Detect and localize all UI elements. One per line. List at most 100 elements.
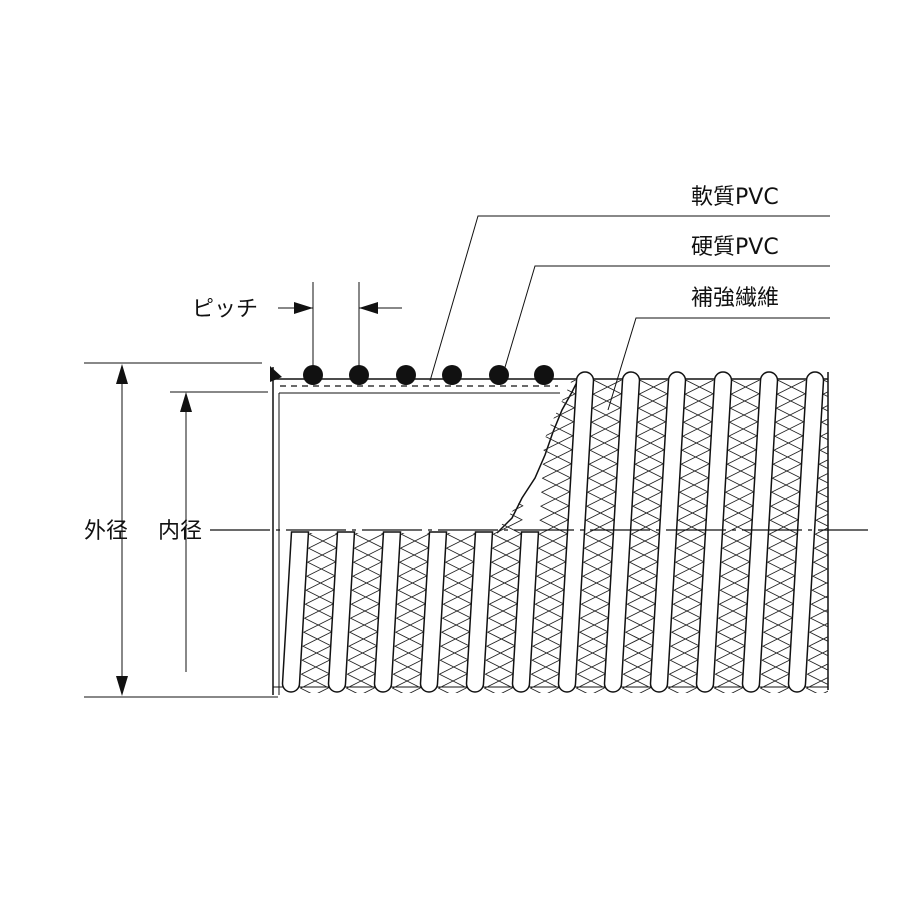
fiber-hatch-line: [363, 380, 392, 395]
fiber-hatch-line: [822, 393, 828, 409]
fiber-hatch-line: [862, 506, 890, 520]
fiber-hatch-line: [671, 617, 701, 633]
fiber-hatch-line: [362, 393, 391, 409]
fiber-hatch-line: [867, 422, 895, 436]
fiber-hatch-line: [346, 673, 376, 689]
fiber-hatch-line: [724, 505, 753, 521]
fiber-hatch-line: [357, 477, 387, 493]
fiber-hatch-line: [807, 659, 828, 675]
fiber-hatch-line: [536, 575, 565, 591]
fiber-hatch-line: [361, 407, 391, 423]
fiber-hatch-line: [353, 561, 382, 577]
pitch-arrow-right: [359, 302, 378, 314]
fiber-hatch-line: [867, 422, 895, 436]
fiber-hatch-line: [403, 491, 432, 507]
fiber-hatch-line: [407, 407, 437, 423]
fiber-hatch-line: [399, 547, 429, 563]
fiber-hatch-line: [813, 547, 828, 563]
fiber-hatch-line: [852, 688, 880, 702]
helix-dot: [534, 365, 554, 385]
fiber-hatch-line: [629, 547, 659, 563]
fiber-hatch-line: [300, 673, 330, 689]
fiber-hatch-line: [312, 463, 342, 479]
fiber-hatch-line: [392, 673, 422, 689]
fiber-hatch-line: [855, 646, 883, 660]
fiber-hatch-line: [775, 407, 805, 423]
fiber-hatch-line: [774, 421, 804, 437]
fiber-hatch-line: [818, 463, 828, 479]
fiber-hatch-line: [813, 547, 828, 563]
fiber-hatch-line: [360, 421, 390, 437]
fiber-hatch-line: [634, 463, 664, 479]
fiber-hatch-line: [815, 519, 828, 535]
fiber-hatch-line: [303, 617, 333, 633]
fiber-hatch-line: [408, 393, 437, 409]
fiber-hatch-line: [578, 645, 607, 661]
fiber-hatch-line: [674, 575, 703, 591]
fiber-hatch-line: [315, 407, 345, 423]
fiber-hatch-line: [682, 435, 711, 451]
fiber-hatch-line: [764, 603, 794, 619]
fiber-hatch-line: [723, 519, 752, 535]
fiber-hatch-line: [579, 631, 608, 647]
fiber-hatch-line: [772, 463, 802, 479]
fiber-hatch-line: [302, 645, 331, 661]
fiber-hatch-line: [855, 632, 883, 646]
helix-rib: [603, 371, 641, 693]
fiber-hatch-line: [495, 477, 525, 493]
pitch-dimension: [278, 282, 402, 370]
fiber-hatch-line: [409, 380, 438, 395]
fiber-hatch-line: [812, 575, 828, 591]
fiber-hatch-line: [485, 659, 515, 675]
fiber-hatch-line: [438, 673, 468, 689]
fiber-hatch-line: [537, 561, 566, 577]
fiber-hatch-line: [537, 547, 567, 563]
fiber-hatch-line: [810, 603, 828, 619]
fiber-hatch-line: [806, 673, 828, 689]
fiber-hatch-line: [311, 477, 341, 493]
fiber-hatch-line: [856, 618, 884, 632]
fiber-hatch-line: [576, 687, 605, 693]
fiber-hatch-line: [761, 659, 791, 675]
fiber-hatch-line: [392, 687, 421, 693]
fiber-hatch-line: [820, 435, 828, 451]
fiber-hatch-line: [310, 505, 339, 521]
fiber-hatch-line: [311, 491, 340, 507]
fiber-hatch-line: [448, 505, 477, 521]
fiber-hatch-line: [592, 393, 621, 409]
fiber-hatch-line: [637, 407, 667, 423]
fiber-hatch-line: [809, 631, 828, 647]
soft-pvc-leader: [429, 215, 830, 382]
fiber-hatch-line: [670, 645, 699, 661]
fiber-hatch-line: [346, 687, 375, 693]
fiber-hatch-line: [668, 687, 697, 693]
fiber-hatch-line: [683, 407, 713, 423]
helix-dot: [489, 365, 509, 385]
helix-rib: [419, 531, 448, 693]
inner-diameter-label: 内径: [158, 519, 202, 544]
fiber-hatch-line: [447, 519, 476, 535]
fiber-hatch-line: [858, 590, 886, 604]
fiber-hatch-line: [443, 589, 472, 605]
fiber-hatch-line: [777, 380, 806, 395]
fiber-hatch-line: [623, 659, 653, 675]
fiber-hatch-line: [580, 603, 610, 619]
fiber-hatch-line: [303, 631, 332, 647]
helix-rib: [695, 371, 733, 693]
fiber-hatch-line: [576, 687, 605, 693]
fiber-hatch-line: [455, 380, 484, 395]
fiber-hatch-line: [714, 687, 743, 693]
fiber-hatch-line: [853, 674, 881, 688]
fiber-hatch-line: [452, 435, 481, 451]
fiber-hatch-line: [357, 491, 386, 507]
fiber-hatch-line: [868, 408, 896, 422]
fiber-hatch-line: [392, 687, 421, 693]
fiber-hatch-line: [720, 575, 749, 591]
fiber-hatch-line: [639, 380, 668, 395]
fiber-hatch-line: [866, 436, 894, 450]
fiber-hatch-line: [497, 449, 526, 465]
fiber-hatch-line: [454, 393, 483, 409]
fiber-hatch-line: [582, 575, 611, 591]
fiber-hatch-line: [544, 435, 573, 451]
fiber-hatch-line: [312, 463, 342, 479]
